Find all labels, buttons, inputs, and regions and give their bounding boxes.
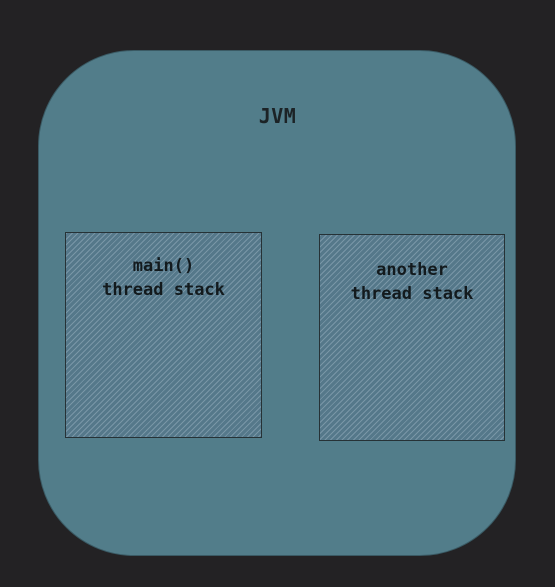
main-thread-stack-label-line2: thread stack bbox=[102, 280, 225, 300]
another-thread-stack-label-line2: thread stack bbox=[350, 284, 474, 304]
another-thread-stack: another thread stack bbox=[319, 234, 505, 441]
another-thread-stack-label-line1: another bbox=[376, 260, 448, 280]
jvm-label: JVM bbox=[258, 104, 297, 128]
main-thread-stack-label-line1: main() bbox=[132, 256, 195, 276]
main-thread-stack: main() thread stack bbox=[65, 232, 262, 438]
